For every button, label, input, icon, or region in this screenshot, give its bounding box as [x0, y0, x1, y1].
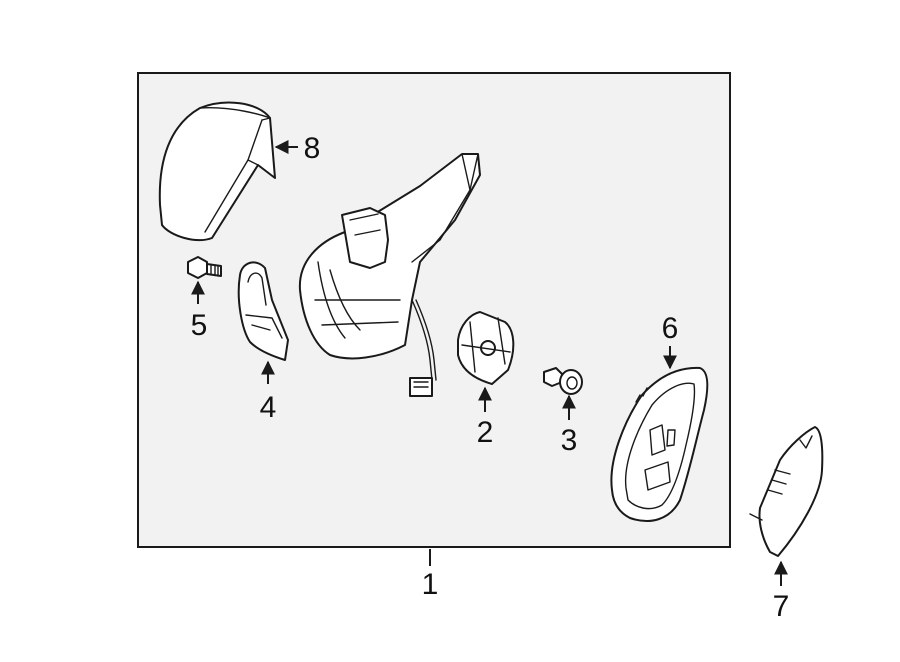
callout-1: 1 — [422, 568, 439, 601]
callout-7: 7 — [773, 590, 790, 623]
callout-2: 2 — [477, 416, 494, 449]
callout-6: 6 — [662, 312, 679, 345]
part-3-plug[interactable] — [543, 367, 583, 395]
part-4-turn-signal-lamp[interactable] — [237, 261, 289, 361]
part-8-mirror-cover[interactable] — [158, 101, 276, 242]
part-2-mirror-motor[interactable] — [457, 311, 515, 385]
part-7-mirror-glass[interactable] — [749, 426, 824, 557]
callout-5: 5 — [191, 309, 208, 342]
callout-3: 3 — [561, 424, 578, 457]
main-mirror-housing[interactable] — [298, 153, 481, 397]
callout-4: 4 — [260, 391, 277, 424]
part-6-mirror-glass-frame[interactable] — [610, 366, 709, 522]
part-5-screw[interactable] — [187, 256, 222, 279]
callout-8: 8 — [304, 132, 321, 165]
